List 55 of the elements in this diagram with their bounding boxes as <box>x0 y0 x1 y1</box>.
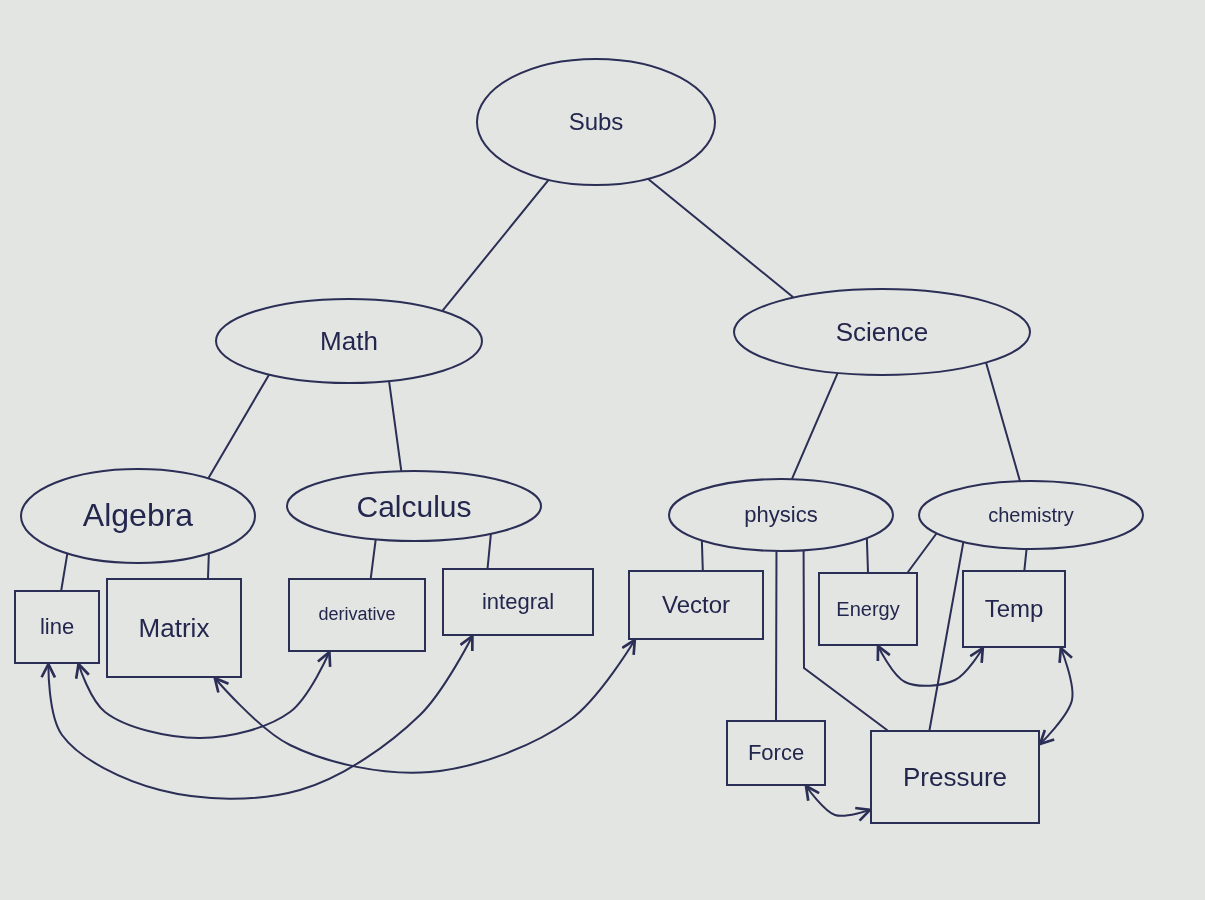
topic-box <box>288 578 426 652</box>
topic-box <box>726 720 826 786</box>
node-label: Energy <box>836 598 900 620</box>
connector-line <box>907 533 938 573</box>
topic-box <box>106 578 242 678</box>
node-label: physics <box>744 502 818 528</box>
node-label: Matrix <box>138 613 210 643</box>
connector-line <box>647 178 794 298</box>
topic-ellipse <box>733 288 1031 376</box>
connector-line <box>985 362 1021 482</box>
connector-line <box>388 381 403 472</box>
node-label: Science <box>835 317 929 347</box>
connector-line <box>1023 548 1028 571</box>
topic-ellipse <box>668 478 894 552</box>
node-label: Math <box>320 326 378 356</box>
connector-line <box>865 538 869 573</box>
topic-box <box>870 730 1040 824</box>
connector-line <box>486 533 492 569</box>
node-label: Subs <box>568 108 624 136</box>
connector-line <box>775 550 778 721</box>
topic-box <box>14 590 100 664</box>
topic-box <box>962 570 1066 648</box>
topic-box <box>442 568 594 636</box>
double-arrow <box>876 644 985 687</box>
topic-ellipse <box>286 470 542 542</box>
connector-line <box>928 542 965 731</box>
topic-ellipse <box>476 58 716 186</box>
node-label: integral <box>481 589 555 615</box>
double-arrow <box>40 634 474 800</box>
connector-line <box>60 553 69 591</box>
node-label: Vector <box>661 591 730 619</box>
connector-line <box>441 179 549 312</box>
topic-ellipse <box>918 480 1144 550</box>
node-label: Calculus <box>356 489 472 523</box>
node-label: chemistry <box>988 504 1074 526</box>
topic-ellipse <box>20 468 256 564</box>
connector-line <box>791 372 839 480</box>
node-label: line <box>39 614 75 640</box>
double-arrow <box>213 638 637 774</box>
node-label: Temp <box>984 595 1044 623</box>
connector-line <box>207 374 270 479</box>
node-label: derivative <box>318 605 396 625</box>
double-arrow <box>1038 646 1074 746</box>
node-label: Algebra <box>82 498 194 534</box>
connector-line <box>369 539 377 579</box>
double-arrow <box>804 784 872 822</box>
connector-line <box>207 553 210 579</box>
topic-ellipse <box>215 298 483 384</box>
connector-line <box>802 550 888 731</box>
connector-line <box>700 540 704 571</box>
topic-box <box>818 572 918 646</box>
topic-box <box>628 570 764 640</box>
double-arrow <box>74 650 332 739</box>
node-label: Pressure <box>902 762 1007 792</box>
node-label: Force <box>747 740 805 766</box>
